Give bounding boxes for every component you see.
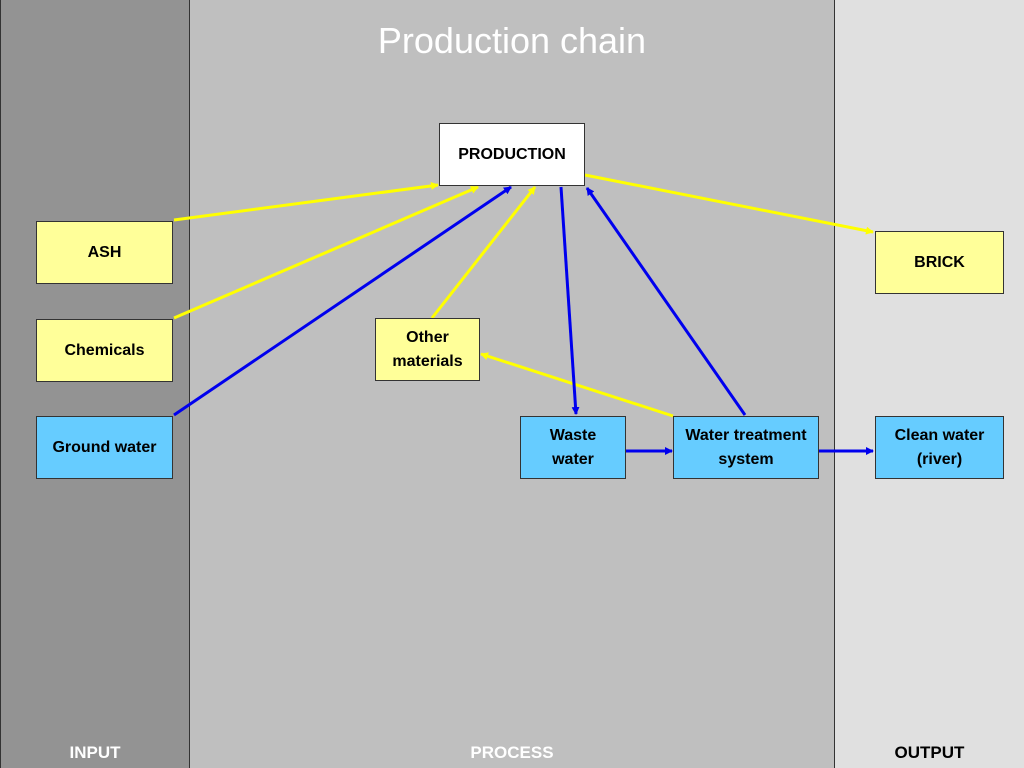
lane-label-process: PROCESS — [470, 743, 554, 762]
water-treatment-label: Water treatment system — [685, 426, 807, 468]
clean-water-box: Clean water (river) — [875, 416, 1004, 479]
brick-label: BRICK — [914, 253, 965, 271]
lane-label-output: OUTPUT — [894, 743, 965, 762]
production-label: PRODUCTION — [458, 145, 566, 163]
lane-input: INPUT — [0, 0, 190, 768]
waste-water-box: Waste water — [520, 416, 626, 479]
arrow-treatment-to-production — [585, 187, 747, 416]
ash-box: ASH — [36, 221, 173, 284]
other-materials-label: Other materials — [392, 328, 463, 370]
arrow-ground-water-to-production — [173, 185, 512, 417]
arrow-production-to-brick — [584, 173, 874, 235]
water-treatment-box: Water treatment system — [673, 416, 819, 479]
chemicals-box: Chemicals — [36, 319, 173, 382]
arrow-ash-to-production — [173, 181, 439, 222]
production-box: PRODUCTION — [439, 123, 585, 186]
arrow-treatment-to-other-materials — [480, 352, 674, 418]
lane-output: OUTPUT — [835, 0, 1024, 768]
clean-water-label: Clean water (river) — [894, 426, 985, 468]
waste-water-label: Waste water — [549, 426, 597, 468]
other-materials-box: Other materials — [375, 318, 480, 381]
ash-label: ASH — [87, 243, 122, 261]
arrow-chemicals-to-production — [173, 185, 479, 320]
chemicals-label: Chemicals — [64, 341, 145, 359]
ground-water-box: Ground water — [36, 416, 173, 479]
arrow-production-to-waste-water — [559, 186, 580, 415]
page-title: Production chain — [377, 20, 647, 61]
arrow-other-materials-to-production — [430, 186, 537, 319]
ground-water-label: Ground water — [52, 438, 157, 456]
lane-label-input: INPUT — [69, 743, 121, 762]
brick-box: BRICK — [875, 231, 1004, 294]
